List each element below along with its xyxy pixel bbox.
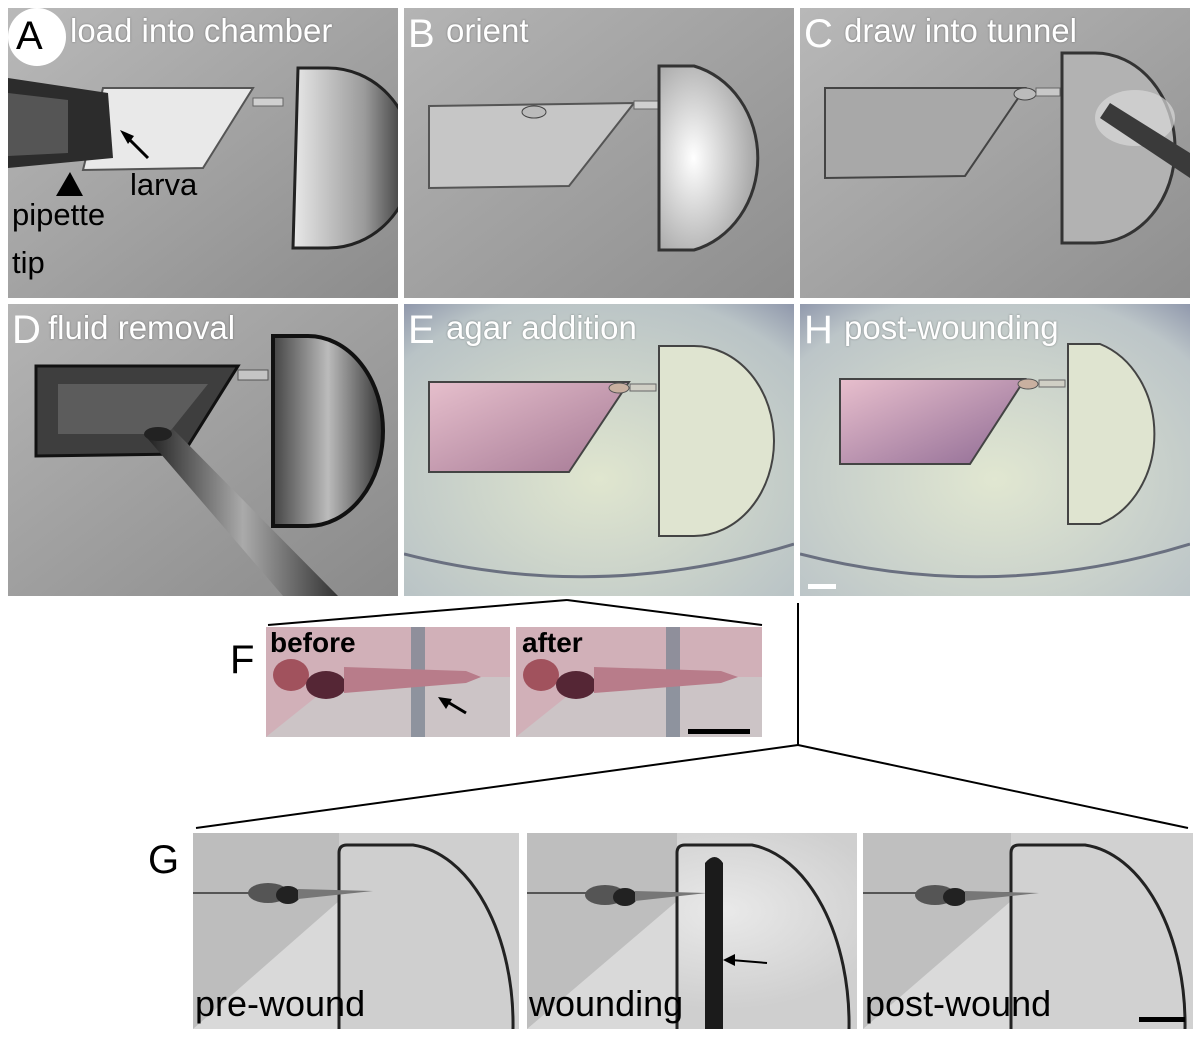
panel-b-image bbox=[404, 8, 794, 298]
pipette-tip-label-line2: tip bbox=[12, 245, 45, 280]
pre-wound-label: pre-wound bbox=[195, 983, 366, 1024]
g-connector-left bbox=[195, 744, 799, 829]
panel-g-letter: G bbox=[148, 838, 180, 882]
panel-e-letter: E bbox=[408, 308, 435, 352]
panel-f-after: after bbox=[516, 627, 762, 737]
panel-d-letter: D bbox=[12, 308, 41, 352]
panel-b-letter: B bbox=[408, 12, 435, 56]
panel-h: H post-wounding bbox=[800, 304, 1190, 596]
panel-g-wounding: wounding bbox=[527, 833, 857, 1029]
panel-c-letter: C bbox=[804, 12, 833, 56]
panel-g-pre-wound: pre-wound bbox=[193, 833, 519, 1029]
panel-c: C draw into tunnel bbox=[800, 8, 1190, 298]
panel-g-scale-bar bbox=[1139, 1017, 1185, 1022]
panel-f-before-image bbox=[266, 627, 510, 737]
panel-a-title: load into chamber bbox=[70, 12, 333, 49]
panel-c-title: draw into tunnel bbox=[844, 12, 1077, 49]
panel-c-image bbox=[800, 8, 1190, 298]
post-wound-label: post-wound bbox=[865, 983, 1052, 1024]
panel-a-image bbox=[8, 8, 398, 298]
larva-label: larva bbox=[130, 167, 198, 202]
panel-h-letter: H bbox=[804, 308, 833, 352]
panel-e: E agar addition bbox=[404, 304, 794, 596]
panel-b-title: orient bbox=[446, 12, 529, 49]
g-connector-right bbox=[797, 744, 1189, 829]
f-connector-right bbox=[566, 599, 763, 626]
panel-a: A load into chamber pipette tip larva bbox=[8, 8, 398, 298]
panel-g-wounding-image bbox=[527, 833, 857, 1029]
panel-a-letter: A bbox=[16, 14, 43, 58]
panel-h-title: post-wounding bbox=[844, 309, 1059, 346]
panel-f-before: before bbox=[266, 627, 510, 737]
panel-d-image bbox=[8, 304, 398, 596]
panel-e-title: agar addition bbox=[446, 309, 637, 346]
wounding-label: wounding bbox=[529, 983, 684, 1024]
panel-g-post-wound: post-wound bbox=[863, 833, 1193, 1029]
panel-f-scale-bar bbox=[688, 729, 750, 734]
before-label: before bbox=[270, 627, 356, 658]
panel-g-post-wound-image bbox=[863, 833, 1193, 1029]
panel-d: D fluid removal bbox=[8, 304, 398, 596]
f-connector-left bbox=[267, 599, 568, 626]
panel-f-after-image bbox=[516, 627, 762, 737]
panel-a-letter-background bbox=[8, 8, 66, 66]
panel-d-title: fluid removal bbox=[48, 309, 236, 346]
after-label: after bbox=[522, 627, 583, 658]
panel-f-letter: F bbox=[230, 638, 255, 682]
panel-g-pre-wound-image bbox=[193, 833, 519, 1029]
panel-h-image bbox=[800, 304, 1190, 596]
panel-h-scale-bar bbox=[808, 584, 836, 589]
panel-b: B orient bbox=[404, 8, 794, 298]
pipette-tip-label-line1: pipette bbox=[12, 197, 106, 232]
panel-e-image bbox=[404, 304, 794, 596]
